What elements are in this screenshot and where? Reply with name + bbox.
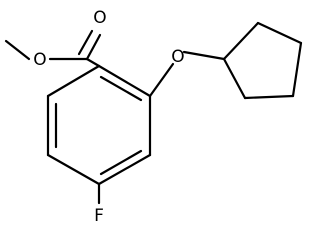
fluorine-label: F [94, 206, 104, 226]
ring-double-bond [99, 75, 143, 102]
carbonyl-carbon-bond [85, 57, 101, 68]
cyclopentyloxy-group [148, 21, 303, 100]
ether-oxygen-label: O [171, 47, 184, 67]
cyclopentane-bond [256, 21, 303, 45]
cyclopentane-bond [243, 94, 295, 100]
molecule-diagram: O O O F [4, 8, 303, 226]
ester-oxygen-label: O [33, 50, 46, 70]
cyclopentane-ring [222, 21, 303, 100]
ring-double-bond [99, 149, 143, 176]
carbonyl-double-bond [77, 29, 94, 56]
ether-bond [182, 50, 226, 61]
ester-group [4, 29, 102, 68]
ring-bond [46, 153, 101, 186]
cyclopentane-bond [222, 21, 260, 61]
ether-bond [148, 62, 175, 98]
benzene-ring [46, 64, 152, 186]
ring-bond [97, 64, 152, 98]
cyclopentane-bond [291, 41, 303, 98]
cyclopentane-bond [222, 57, 247, 100]
carbonyl-oxygen-label: O [93, 8, 106, 28]
methyl-bond [4, 39, 31, 61]
ring-bond [97, 153, 152, 186]
carbonyl-double-bond [85, 33, 102, 61]
ring-bond [46, 64, 101, 98]
structure-canvas: O O O F [4, 8, 303, 226]
